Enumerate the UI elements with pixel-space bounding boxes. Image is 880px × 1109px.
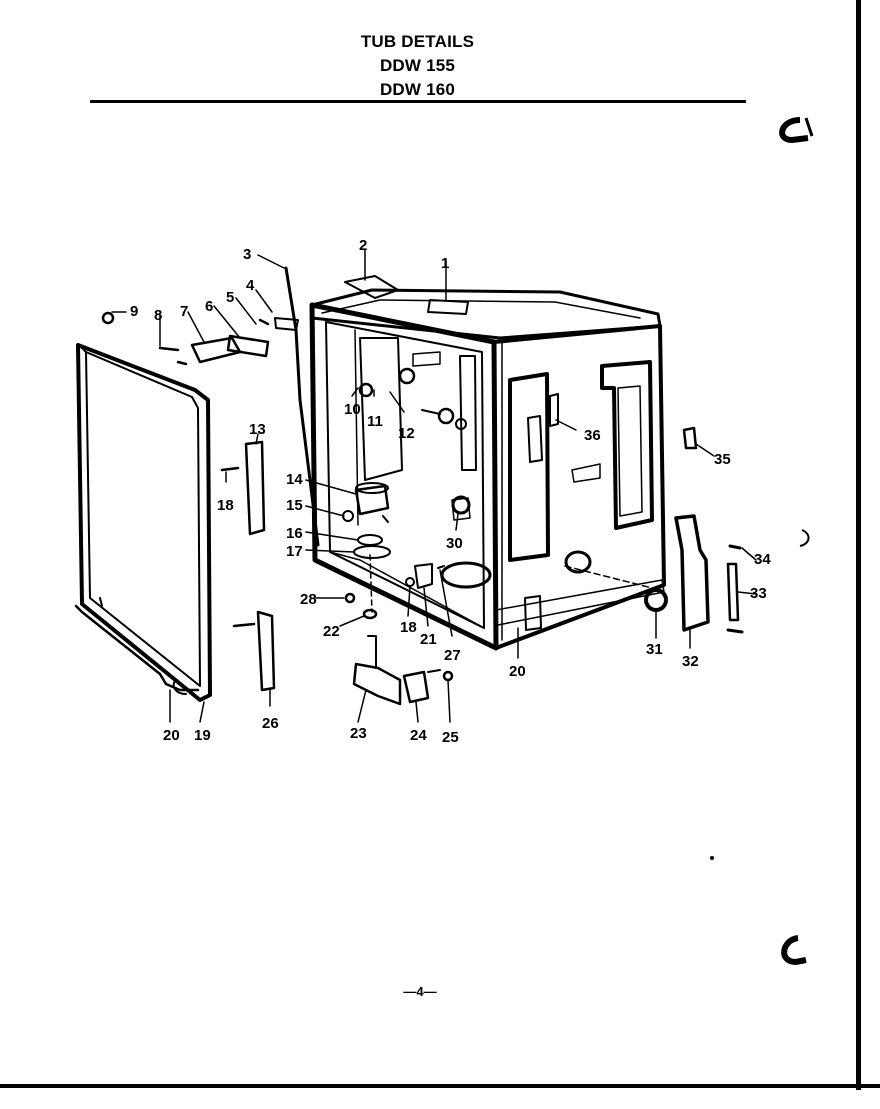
callout-36: 36 (584, 427, 601, 444)
callout-1: 1 (441, 255, 449, 272)
callout-24: 24 (410, 727, 427, 744)
fill-hose (284, 266, 320, 547)
callout-30: 30 (446, 535, 463, 552)
callout-4: 4 (246, 277, 255, 294)
callout-19: 19 (194, 727, 211, 744)
callout-16: 16 (286, 525, 303, 542)
callout-6: 6 (205, 298, 213, 315)
callout-10: 10 (344, 401, 361, 418)
roller-wheel (644, 588, 668, 612)
callout-12: 12 (398, 425, 415, 442)
callout-34: 34 (754, 551, 771, 568)
callout-11: 11 (367, 413, 383, 430)
callout-33: 33 (750, 585, 767, 602)
binder-hole-bottom (781, 935, 807, 966)
callout-18-floor: 18 (400, 619, 417, 636)
binder-hole-top (779, 117, 809, 144)
diagram-title: TUB DETAILS (360, 32, 475, 51)
callout-20-base: 20 (509, 663, 526, 680)
callout-5: 5 (226, 289, 234, 306)
door-spring-rod (74, 604, 200, 692)
door-hinge-arm (674, 514, 710, 632)
callout-8: 8 (154, 307, 162, 324)
page-header: TUB DETAILS DDW 155 DDW 160 (90, 30, 745, 102)
hinge-strap (726, 562, 740, 622)
callout-17: 17 (286, 543, 303, 560)
callout-9: 9 (130, 303, 138, 320)
hinge-assembly (101, 311, 299, 366)
callout-21: 21 (420, 631, 437, 648)
callout-15: 15 (286, 497, 303, 514)
callout-25: 25 (442, 729, 459, 746)
callout-3: 3 (243, 246, 251, 263)
callout-13: 13 (249, 421, 266, 438)
latch-bracket (244, 440, 266, 536)
mounting-bracket (402, 670, 430, 704)
scan-edge-bottom (0, 1084, 880, 1088)
scan-edge-right (856, 0, 861, 1090)
callout-20-rod: 20 (163, 727, 180, 744)
pump-bracket (352, 662, 402, 706)
header-rule (90, 100, 746, 103)
callout-26: 26 (262, 715, 279, 732)
page-number: —4— (403, 984, 437, 999)
callout-7: 7 (180, 303, 188, 320)
door-gasket-frame (76, 343, 212, 702)
callout-14: 14 (286, 471, 303, 488)
model-number-2: DDW 160 (379, 80, 456, 99)
callout-31: 31 (646, 641, 663, 658)
callout-35: 35 (714, 451, 731, 468)
model-number-1: DDW 155 (379, 56, 456, 75)
leader-lines (111, 249, 757, 723)
callout-27: 27 (444, 647, 461, 664)
dishwasher-tub (309, 275, 698, 651)
callout-22: 22 (323, 623, 340, 640)
callout-18-latch: 18 (217, 497, 234, 514)
strike-bracket (256, 610, 276, 692)
callout-2: 2 (359, 237, 367, 254)
callout-32: 32 (682, 653, 699, 670)
callout-28: 28 (300, 591, 317, 608)
callout-23: 23 (350, 725, 367, 742)
